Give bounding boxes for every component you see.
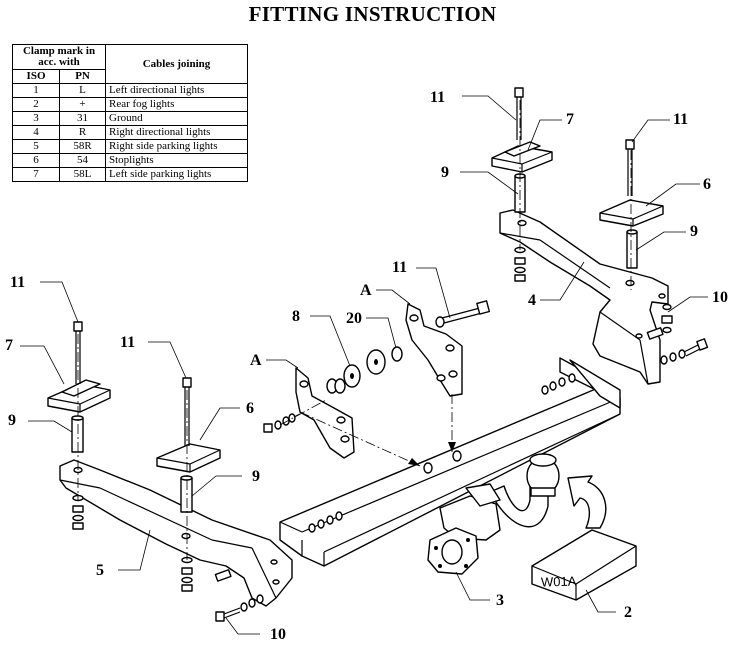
center-bolt-11 [435, 300, 491, 328]
part-labels: 11 7 11 6 9 9 4 10 11 7 11 6 9 9 5 10 8 … [5, 89, 728, 643]
label-A: A [360, 282, 372, 299]
label-7: 7 [5, 337, 13, 354]
header-cables: Cables joining [105, 44, 248, 84]
right-mounting-bracket [499, 209, 669, 385]
arrowhead [408, 458, 420, 466]
arrowhead [448, 442, 456, 452]
left-spacer-tubes-9 [71, 415, 193, 513]
label-9: 9 [252, 468, 260, 485]
label-4: 4 [528, 292, 536, 309]
curved-arrow [567, 475, 607, 529]
right-bolts-11 [514, 87, 635, 196]
label-2: 2 [624, 604, 632, 621]
label-6: 6 [703, 176, 711, 193]
right-clamp-plate-7 [491, 141, 553, 173]
tow-ball-neck [489, 453, 560, 528]
label-A: A [250, 352, 262, 369]
label-3: 3 [496, 592, 504, 609]
label-9: 9 [690, 223, 698, 240]
label-9: 9 [8, 412, 16, 429]
label-7: 7 [566, 111, 574, 128]
label-9: 9 [441, 164, 449, 181]
label-11: 11 [120, 334, 135, 351]
box-code: W01A [541, 573, 577, 589]
right-clamp-plate-6 [599, 199, 664, 227]
label-11: 11 [673, 111, 688, 128]
label-8: 8 [292, 308, 300, 325]
label-10: 10 [270, 626, 286, 643]
leader-lines [20, 95, 708, 635]
ball-cover-box-2 [531, 529, 637, 601]
left-clamp-plate-6 [156, 443, 221, 473]
label-5: 5 [96, 562, 104, 579]
left-nuts-washers [72, 494, 264, 622]
label-6: 6 [246, 400, 254, 417]
label-11: 11 [392, 259, 407, 276]
left-mounting-plate-A [295, 367, 355, 459]
rubber-spacers-20 [326, 346, 403, 394]
electrical-socket-3 [427, 527, 479, 575]
left-clamp-plate-7 [47, 379, 111, 413]
left-bolts-11 [73, 321, 192, 446]
cables-table: Clamp mark in acc. with Cables joining I… [11, 44, 248, 182]
page-title: FITTING INSTRUCTION [248, 2, 497, 26]
left-mounting-bracket [59, 459, 293, 607]
label-10: 10 [712, 289, 728, 306]
label-20: 20 [346, 310, 362, 327]
header-clamp: Clamp mark in acc. with [12, 44, 106, 70]
assembly-lines [77, 100, 632, 560]
right-mounting-plate-A [405, 303, 463, 397]
label-11: 11 [10, 274, 25, 291]
label-11: 11 [430, 89, 445, 106]
plate-bolts [263, 413, 301, 433]
